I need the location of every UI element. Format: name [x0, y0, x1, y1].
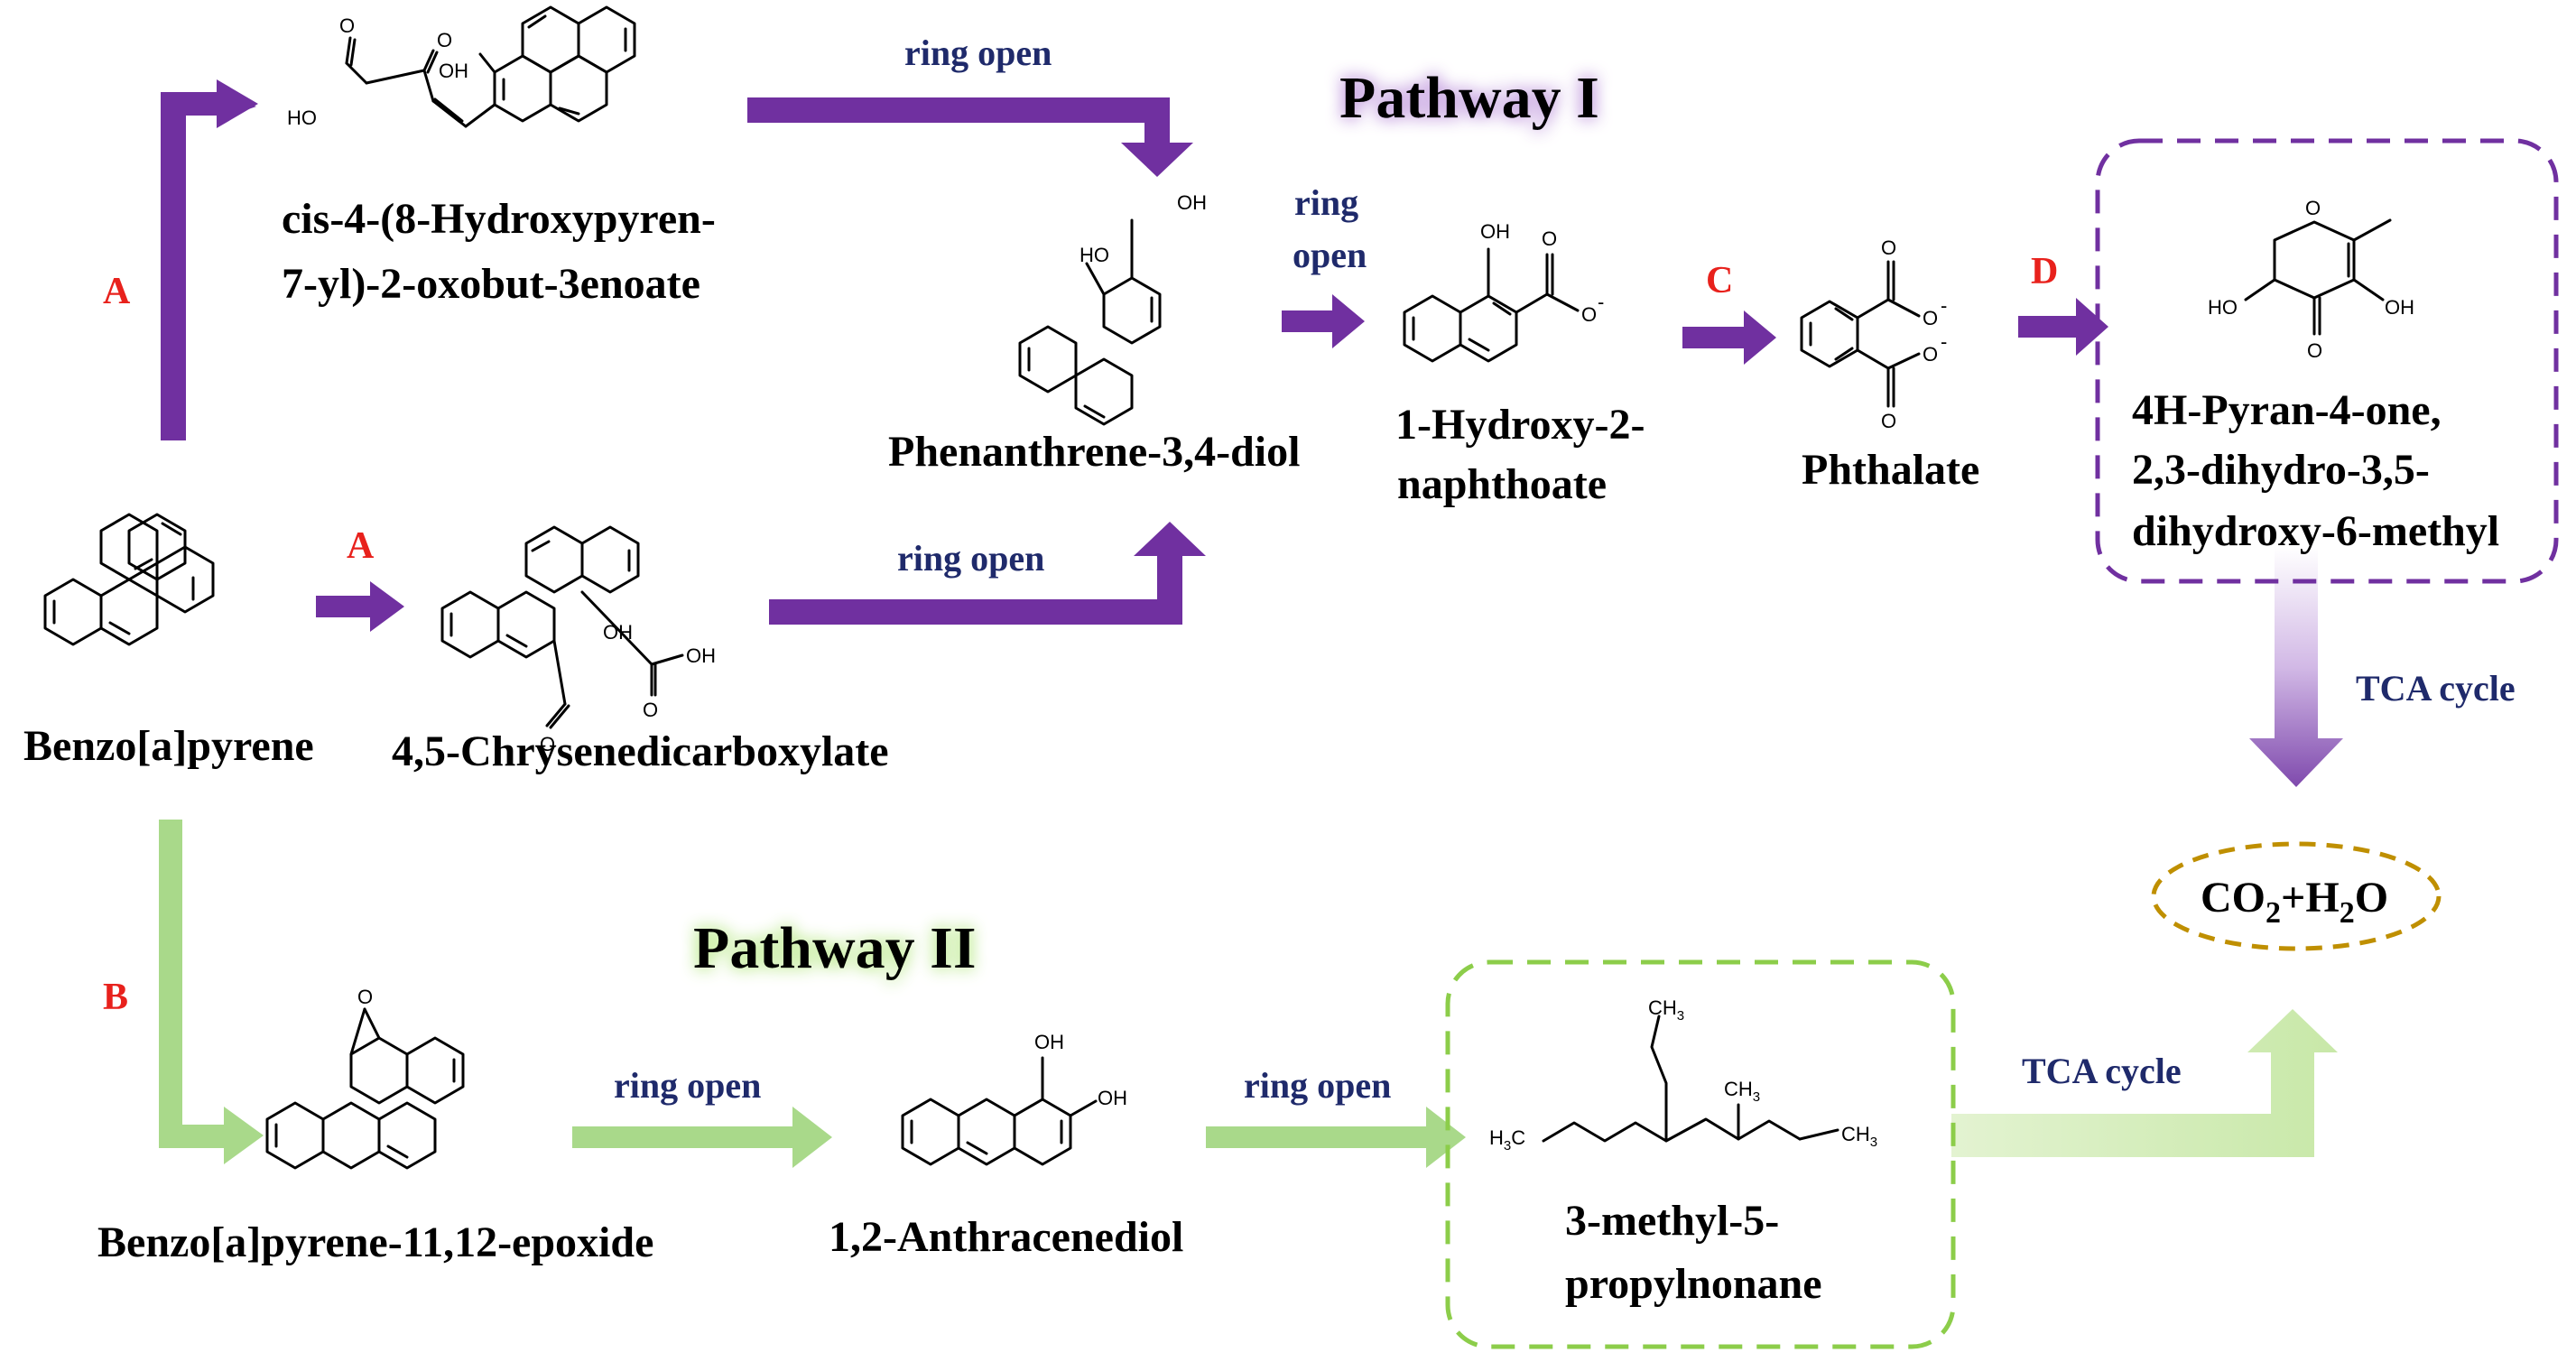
- nonane-box: [1445, 959, 1956, 1349]
- arrow-mid-ring-open: [769, 522, 1206, 625]
- pathway2-arrows: [159, 820, 1466, 1168]
- name-pyranone-3: dihydroxy-6-methyl: [2132, 507, 2499, 555]
- structure-pyranone: O HO OH O: [2208, 197, 2414, 362]
- svg-text:O: O: [2305, 197, 2321, 219]
- svg-text:O: O: [1923, 343, 1938, 366]
- name-nonane-1: 3-methyl-5-: [1565, 1197, 1779, 1245]
- structure-benzo-a-pyrene: [43, 513, 215, 646]
- co2-h2o-label: CO2+H2O: [2201, 874, 2388, 930]
- name-chrysenedicarboxylate: 4,5-Chrysenedicarboxylate: [392, 727, 889, 775]
- arrow-tca-purple: [2249, 547, 2343, 787]
- arrow-ring-open-naphthoate: [1282, 294, 1365, 348]
- name-epoxide: Benzo[a]pyrene-11,12-epoxide: [97, 1218, 653, 1266]
- structure-phenanthrenediol: HO OH: [1018, 191, 1207, 426]
- svg-text:-: -: [1598, 291, 1604, 313]
- label-p2-ring-open-2: ring open: [1244, 1065, 1391, 1106]
- step-d: D: [2031, 251, 2058, 292]
- label-p2-ring-open-1: ring open: [614, 1065, 761, 1106]
- svg-text:OH: OH: [1098, 1087, 1127, 1109]
- name-hydroxynaphthoate-2: naphthoate: [1397, 460, 1607, 508]
- label-top-ring-open: ring open: [904, 32, 1052, 73]
- name-hydroxynaphthoate-1: 1-Hydroxy-2-: [1395, 401, 1645, 449]
- name-nonane-2: propylnonane: [1565, 1260, 1822, 1308]
- name-phenanthrenediol: Phenanthrene-3,4-diol: [888, 428, 1300, 476]
- structure-anthracenediol: OH OH: [901, 1031, 1127, 1166]
- label-ring-open-line2: open: [1293, 235, 1367, 275]
- svg-text:HO: HO: [287, 107, 317, 129]
- arrow-b: [159, 820, 264, 1164]
- svg-text:O: O: [1581, 303, 1597, 326]
- structure-hydroxypyrenyl: HO O O OH: [287, 5, 636, 129]
- structure-hydroxynaphthoate: OH O O -: [1403, 220, 1604, 363]
- pathway1-arrows: [161, 79, 2108, 632]
- name-benzo-a-pyrene: Benzo[a]pyrene: [23, 722, 314, 770]
- name-pyranone-2: 2,3-dihydro-3,5-: [2132, 446, 2430, 494]
- svg-text:OH: OH: [686, 644, 716, 667]
- arrow-c: [1682, 310, 1776, 365]
- svg-text:O: O: [357, 986, 373, 1008]
- svg-text:CH3: CH3: [1648, 996, 1684, 1024]
- svg-text:H3C: H3C: [1489, 1126, 1525, 1154]
- svg-text:-: -: [1941, 330, 1947, 353]
- structure-nonane: H3C CH3 CH3 CH3: [1489, 996, 1877, 1154]
- svg-text:OH: OH: [603, 621, 633, 644]
- svg-text:CH3: CH3: [1724, 1078, 1760, 1105]
- svg-text:OH: OH: [1177, 191, 1207, 214]
- svg-text:OH: OH: [2385, 296, 2414, 319]
- name-hydroxypyrenyl-2: 7-yl)-2-oxobut-3enoate: [282, 260, 700, 308]
- svg-text:OH: OH: [1034, 1031, 1064, 1053]
- step-a-upper: A: [103, 271, 131, 312]
- pyranone-box: [2095, 138, 2559, 584]
- label-mid-ring-open: ring open: [897, 538, 1044, 579]
- svg-text:CH3: CH3: [1841, 1123, 1877, 1150]
- svg-text:O: O: [339, 14, 355, 37]
- svg-text:HO: HO: [2208, 296, 2238, 319]
- arrow-a-middle: [316, 581, 404, 632]
- step-b: B: [103, 977, 128, 1018]
- structure-chrysenedicarboxylate: OH O O OH: [440, 525, 716, 755]
- svg-text:OH: OH: [1480, 220, 1510, 243]
- structure-phthalate: O O - O - O: [1800, 236, 1947, 432]
- arrow-top-ring-open: [747, 97, 1193, 177]
- label-tca-cycle-1: TCA cycle: [2356, 668, 2516, 709]
- arrow-p2-ring-open-2: [1206, 1107, 1466, 1168]
- svg-text:O: O: [1542, 227, 1557, 250]
- arrow-p2-ring-open-1: [572, 1107, 832, 1168]
- label-tca-cycle-2: TCA cycle: [2022, 1051, 2182, 1091]
- svg-text:O: O: [540, 733, 555, 755]
- step-a-middle: A: [347, 525, 375, 567]
- name-pyranone-1: 4H-Pyran-4-one,: [2132, 386, 2442, 434]
- label-ring-open-line1: ring: [1294, 182, 1358, 223]
- step-c: C: [1706, 260, 1733, 301]
- name-hydroxypyrenyl-1: cis-4-(8-Hydroxypyren-: [282, 195, 716, 243]
- svg-text:O: O: [1923, 307, 1938, 329]
- structure-epoxide: O: [265, 986, 465, 1170]
- co2-ellipse: [2151, 841, 2442, 951]
- svg-text:O: O: [2307, 339, 2322, 362]
- svg-text:HO: HO: [1080, 244, 1109, 266]
- svg-text:-: -: [1941, 294, 1947, 317]
- name-anthracenediol: 1,2-Anthracenediol: [829, 1213, 1183, 1261]
- svg-text:O: O: [1881, 236, 1896, 259]
- arrow-d: [2018, 298, 2108, 356]
- pathway2-title: Pathway II: [693, 915, 977, 981]
- svg-text:O: O: [437, 29, 452, 51]
- svg-text:O: O: [1881, 410, 1896, 432]
- svg-text:OH: OH: [439, 60, 468, 82]
- arrow-tca-green: [1951, 1009, 2338, 1157]
- pathway1-title: Pathway I: [1339, 65, 1599, 131]
- svg-text:O: O: [643, 699, 658, 721]
- name-phthalate: Phthalate: [1802, 446, 1979, 494]
